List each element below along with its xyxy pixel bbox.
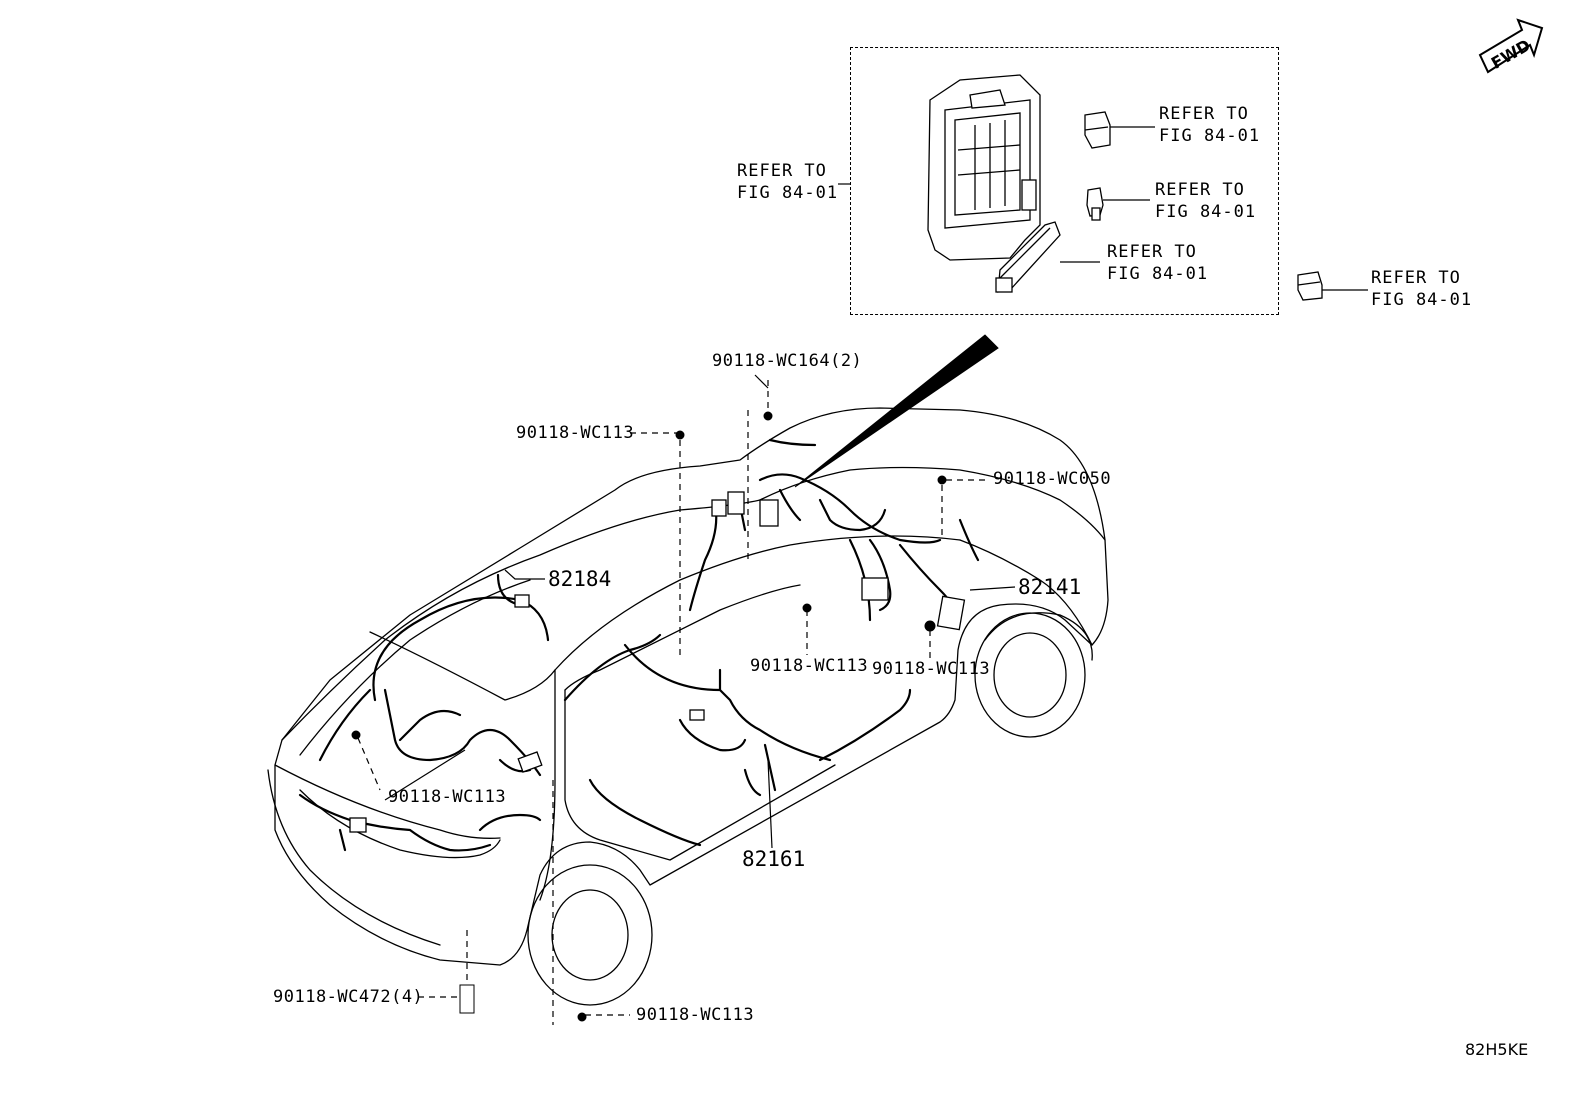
refer-label-small-relay: REFER TO FIG 84-01 [1155,179,1256,223]
junction-block-icon [927,74,1041,261]
refer-line1: REFER TO [1371,268,1461,288]
outside-relay-icon [1297,271,1323,301]
refer-line2: FIG 84-01 [1159,126,1261,146]
refer-label-control-module: REFER TO FIG 84-01 [1107,241,1208,285]
refer-line1: REFER TO [737,161,827,181]
roof-line [281,499,761,741]
fastener-label-wc050: 90118-WC050 [993,469,1112,489]
refer-line2: FIG 84-01 [737,183,839,203]
small-relay-icon [1086,187,1104,221]
refer-line1: REFER TO [1159,104,1249,124]
harness-82184 [318,573,550,777]
fwd-arrow-icon: FWD [1478,18,1544,74]
car-body-outline [274,407,1109,966]
refer-label-junction-block: REFER TO FIG 84-01 [737,160,838,204]
refer-line1: REFER TO [1155,180,1245,200]
leader-82161 [767,759,773,849]
inset-pointer-wedge [794,334,999,488]
refer-line2: FIG 84-01 [1155,202,1257,222]
part-number-82184: 82184 [548,567,612,591]
rear-bumper [274,764,501,839]
fastener-label-wc164: 90118-WC164(2) [712,351,863,371]
windshield-line [759,466,1106,541]
harness-connector [727,491,745,515]
part-number-82161: 82161 [742,847,806,871]
catalog-id: 82H5KE [1465,1040,1529,1059]
rear-wheel [527,864,653,1006]
fastener-label-wc472: 90118-WC472(4) [273,987,424,1007]
leader-82141 [969,586,1016,591]
fastener-label-wc113-rear: 90118-WC113 [388,787,507,807]
refer-line2: FIG 84-01 [1371,290,1473,310]
clip-icon [675,430,685,440]
control-module-icon [995,221,1061,293]
refer-label-relay: REFER TO FIG 84-01 [1159,103,1260,147]
harness-82141 [688,438,980,622]
part-number-82141: 82141 [1018,575,1082,599]
refer-line1: REFER TO [1107,242,1197,262]
fastener-label-wc113-top: 90118-WC113 [516,423,635,443]
leader-82184 [504,569,545,580]
relay-icon [1084,111,1111,149]
fastener-label-wc113-front: 90118-WC113 [872,659,991,679]
fastener-label-wc113-bottom: 90118-WC113 [636,1005,755,1025]
refer-label-outside-relay: REFER TO FIG 84-01 [1371,267,1472,311]
refer-line2: FIG 84-01 [1107,264,1209,284]
harness-82161 [563,633,912,847]
fastener-label-wc113-center: 90118-WC113 [750,656,869,676]
inset-detail-box [850,47,1279,315]
